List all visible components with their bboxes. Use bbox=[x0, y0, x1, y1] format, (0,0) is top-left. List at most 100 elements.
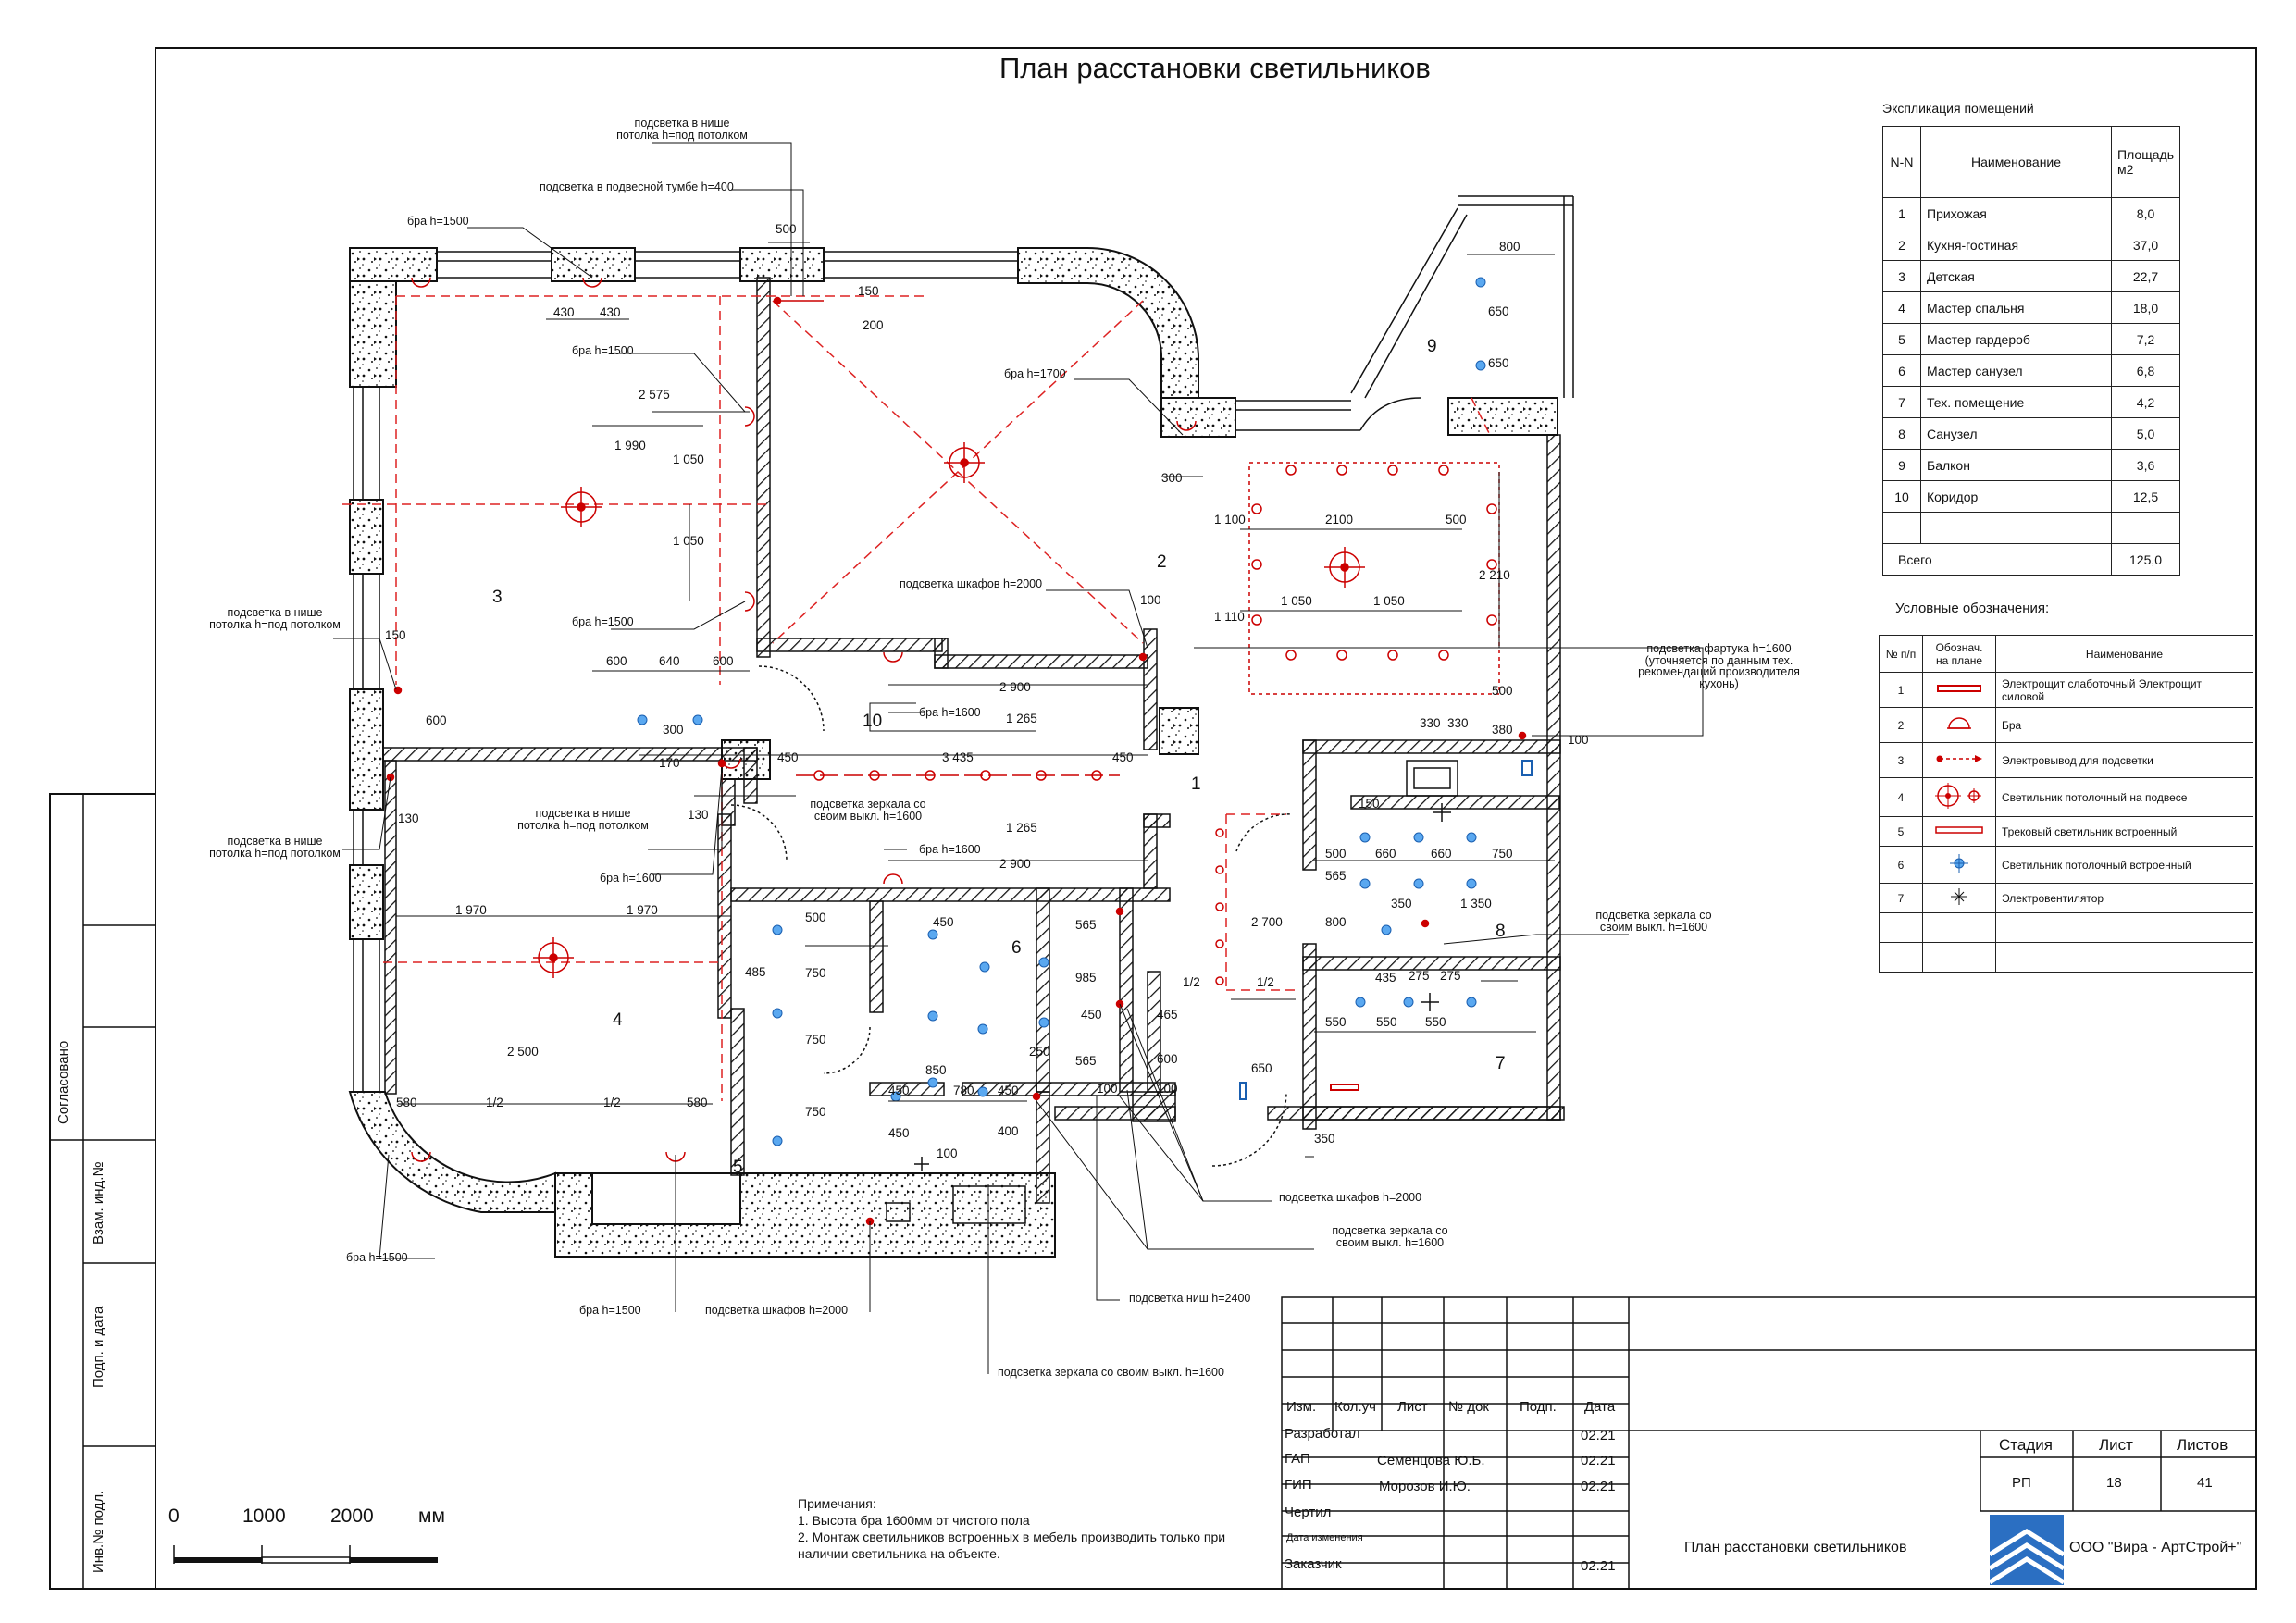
pendant-light-icon bbox=[1922, 777, 1996, 817]
dimension-label: 600 bbox=[713, 654, 734, 668]
dimension-label: 2 700 bbox=[1251, 915, 1283, 929]
legend-row-name: Электрощит слаботочный Электрощит силово… bbox=[1995, 672, 2253, 708]
windows bbox=[353, 195, 1574, 1092]
expl-row-n: 7 bbox=[1882, 386, 1921, 418]
track-light-icon bbox=[1922, 816, 1996, 847]
dimension-label: 1 265 bbox=[1006, 712, 1037, 725]
stamp-sheet: 18 bbox=[2106, 1475, 2122, 1491]
pendant-light-icon bbox=[1324, 547, 1365, 588]
dimension-label: 1 970 bbox=[627, 903, 658, 917]
stamp-header-cell: Подп. bbox=[1520, 1399, 1557, 1415]
expl-row-area: 22,7 bbox=[2111, 260, 2180, 292]
track-lights bbox=[796, 465, 1497, 985]
expl-row-name: Санузел bbox=[1919, 417, 2113, 450]
expl-row-name: Детская bbox=[1919, 260, 2113, 292]
scale-label: 2000 bbox=[330, 1505, 374, 1527]
dimension-label: 780 bbox=[953, 1084, 974, 1097]
dimension-label: 1 050 bbox=[673, 452, 704, 466]
room-label: 4 bbox=[613, 1010, 623, 1030]
legend-spacer bbox=[1922, 912, 1996, 943]
room-label: 6 bbox=[1011, 938, 1022, 958]
page-title: План расстановки светильников bbox=[999, 52, 1431, 84]
dimension-label: 170 bbox=[659, 756, 680, 770]
expl-row-area: 6,8 bbox=[2111, 354, 2180, 387]
dimension-label: 400 bbox=[998, 1124, 1019, 1138]
dimension-label: 1 050 bbox=[1281, 594, 1312, 608]
company-logo bbox=[1988, 1515, 2066, 1585]
expl-row-n: 9 bbox=[1882, 449, 1921, 481]
stamp-date: 02.21 bbox=[1581, 1558, 1616, 1574]
dimension-label: 1/2 bbox=[1183, 975, 1200, 989]
room-label: 8 bbox=[1496, 922, 1506, 941]
dimension-label: 2 900 bbox=[999, 680, 1031, 694]
legend-header-name: Наименование bbox=[1995, 635, 2253, 673]
dimension-label: 2 500 bbox=[507, 1045, 539, 1059]
legend-spacer bbox=[1922, 942, 1996, 973]
dimension-label: 650 bbox=[1251, 1061, 1272, 1075]
expl-row-name: Тех. помещение bbox=[1919, 386, 2113, 418]
pendant-light-icon bbox=[944, 442, 985, 483]
dimension-label: 600 bbox=[426, 713, 447, 727]
expl-row-name: Коридор bbox=[1919, 480, 2113, 513]
dimension-label: 500 bbox=[1325, 847, 1347, 861]
dimension-label: 100 bbox=[937, 1146, 958, 1160]
legend-row-n: 2 bbox=[1879, 707, 1923, 743]
dimension-label: 660 bbox=[1431, 847, 1452, 861]
dimension-label: 1 970 bbox=[455, 903, 487, 917]
dimension-label: 130 bbox=[688, 808, 709, 822]
dimension-label: 100 bbox=[1140, 593, 1161, 607]
dimension-label: 1 050 bbox=[673, 534, 704, 548]
title-block bbox=[1281, 1296, 2257, 1590]
legend-row-name: Светильник потолочный встроенный bbox=[1995, 846, 2253, 884]
room-label: 9 bbox=[1427, 337, 1437, 356]
dimension-label: 350 bbox=[1391, 897, 1412, 911]
annotation-label: подсветка фартука h=1600 (уточняется по … bbox=[1638, 642, 1800, 690]
dimension-label: 450 bbox=[998, 1084, 1019, 1097]
dimension-label: 565 bbox=[1325, 869, 1347, 883]
stamp-stage: РП bbox=[2012, 1475, 2031, 1491]
expl-row-name: Мастер гардероб bbox=[1919, 323, 2113, 355]
dimension-label: 100 bbox=[1097, 1082, 1118, 1096]
interior-walls bbox=[382, 277, 1565, 1204]
expl-row-name: Кухня-гостиная bbox=[1919, 229, 2113, 261]
legend-title: Условные обозначения: bbox=[1895, 601, 2050, 616]
side-stamp-replacement: Взам. инд.№ bbox=[91, 1161, 106, 1245]
expl-row-n: 5 bbox=[1882, 323, 1921, 355]
annotation-label: подсветка в подвесной тумбе h=400 bbox=[540, 180, 734, 193]
expl-row-name: Прихожая bbox=[1919, 197, 2113, 229]
dimension-label: 500 bbox=[1446, 513, 1467, 527]
dimension-label: 330 bbox=[1420, 716, 1441, 730]
legend-spacer bbox=[1879, 912, 1923, 943]
stamp-sheets: 41 bbox=[2197, 1475, 2213, 1491]
scale-label: 1000 bbox=[242, 1505, 286, 1527]
dimension-label: 550 bbox=[1425, 1015, 1446, 1029]
legend-row-n: 1 bbox=[1879, 672, 1923, 708]
leader-lines bbox=[333, 142, 1704, 1374]
annotation-label: подсветка зеркала со своим выкл. h=1600 bbox=[998, 1366, 1224, 1379]
wall-sconces bbox=[411, 277, 1197, 1162]
annotation-label: подсветка шкафов h=2000 bbox=[1279, 1191, 1422, 1204]
lighting-wiring bbox=[342, 295, 1491, 1101]
expl-row-area: 3,6 bbox=[2111, 449, 2180, 481]
side-stamp-frame bbox=[49, 793, 156, 1590]
dimension-label: 550 bbox=[1325, 1015, 1347, 1029]
dimension-label: 500 bbox=[1492, 684, 1513, 698]
dimension-label: 450 bbox=[933, 915, 954, 929]
dimension-label: 275 bbox=[1440, 969, 1461, 983]
annotation-label: бра h=1500 bbox=[572, 344, 634, 357]
recessed-light-icon bbox=[1922, 846, 1996, 884]
dimension-label: 580 bbox=[687, 1096, 708, 1109]
dimension-label: 450 bbox=[1081, 1008, 1102, 1022]
dimension-label: 550 bbox=[1376, 1015, 1397, 1029]
scale-bar bbox=[173, 1545, 438, 1564]
dimension-label: 750 bbox=[805, 1105, 826, 1119]
panel-icons bbox=[1239, 760, 1533, 1100]
annotation-label: бра h=1500 bbox=[407, 215, 469, 228]
expl-row-n: 8 bbox=[1882, 417, 1921, 450]
dimension-label: 985 bbox=[1075, 971, 1097, 985]
annotation-label: подсветка шкафов h=2000 bbox=[900, 577, 1043, 590]
legend-header-n: № п/п bbox=[1879, 635, 1923, 673]
legend-spacer bbox=[1995, 912, 2253, 943]
